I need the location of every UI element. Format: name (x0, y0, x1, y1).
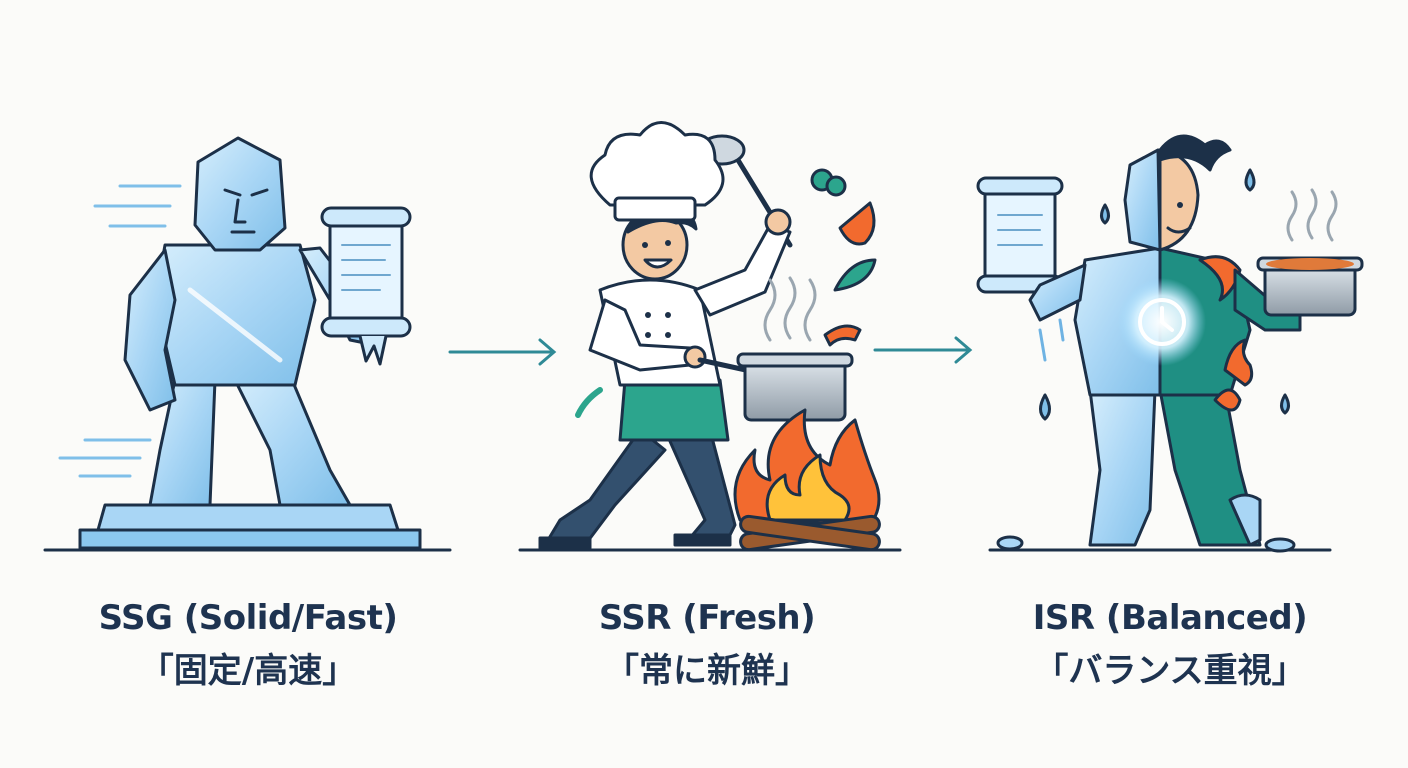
arrow-right-icon (873, 336, 973, 364)
chef-cooking-icon (518, 121, 902, 552)
step-subtitle: 「バランス重視」 (1034, 651, 1306, 691)
step-subtitle: 「固定/高速」 (139, 651, 357, 691)
step-subtitle: 「常に新鮮」 (605, 651, 809, 691)
ice-statue-icon (43, 136, 452, 552)
step-title: ISR (Balanced) (1032, 598, 1308, 638)
pot-icon (1256, 256, 1364, 317)
scroll-icon (976, 176, 1064, 294)
step-title: SSG (Solid/Fast) (98, 598, 398, 638)
steam-icon (763, 276, 817, 342)
scroll-icon (320, 206, 412, 366)
speed-lines (58, 184, 182, 478)
step-label-ssg: SSG (Solid/Fast) 「固定/高速」 (38, 596, 458, 696)
arrow-right-icon (448, 338, 557, 366)
clock-refresh-icon (1138, 298, 1186, 346)
half-ice-half-chef-icon (976, 134, 1364, 553)
fire-icon (733, 408, 881, 527)
water-drop-icon (1039, 168, 1290, 421)
step-title: SSR (Fresh) (598, 598, 816, 638)
step-label-isr: ISR (Balanced) 「バランス重視」 (960, 596, 1380, 696)
pot-icon (736, 352, 854, 422)
logs-icon (739, 514, 881, 552)
steam-icon (1286, 188, 1338, 242)
step-label-ssr: SSR (Fresh) 「常に新鮮」 (497, 596, 917, 696)
